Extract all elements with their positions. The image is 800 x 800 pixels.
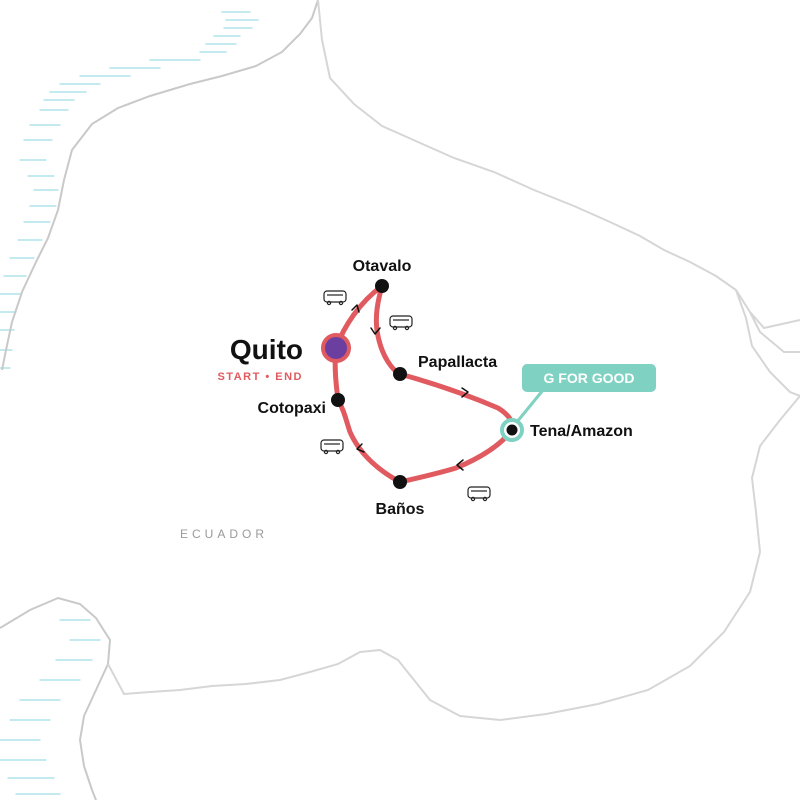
country-label: ECUADOR [180,527,268,541]
stop-marker-otavalo[interactable] [375,279,389,293]
direction-arrows [351,304,469,471]
coastline-south [0,596,112,800]
stop-marker-tena-dot [506,424,518,436]
city-label-otavalo: Otavalo [353,258,412,275]
start-city-label: Quito [230,334,303,365]
chevron-arrow-icon [370,327,381,335]
coastline [1,0,319,371]
start-end-label: START • END [217,371,303,383]
bus-icon [320,439,344,455]
chevron-arrow-icon [356,443,365,453]
country-borders [107,0,800,722]
chevron-arrow-icon [456,459,464,471]
city-label-papallacta: Papallacta [418,354,497,371]
bus-icon [467,486,491,502]
stop-marker-banos[interactable] [393,475,407,489]
city-label-tena: Tena/Amazon [530,423,633,440]
coast-hatching [0,11,259,795]
chevron-arrow-icon [461,387,469,398]
chevron-arrow-icon [351,304,360,313]
city-label-banos: Baños [376,501,425,518]
city-label-cotopaxi: Cotopaxi [258,400,326,417]
start-end-marker[interactable] [321,333,351,363]
route-line [332,283,518,485]
g-for-good-badge[interactable]: G FOR GOOD [522,364,656,392]
stop-markers [331,279,524,489]
bus-icon [389,315,413,331]
stop-marker-papallacta[interactable] [393,367,407,381]
bus-icon [323,290,347,306]
badge-label: G FOR GOOD [544,370,635,386]
transport-icons [320,290,491,502]
stop-marker-cotopaxi[interactable] [331,393,345,407]
